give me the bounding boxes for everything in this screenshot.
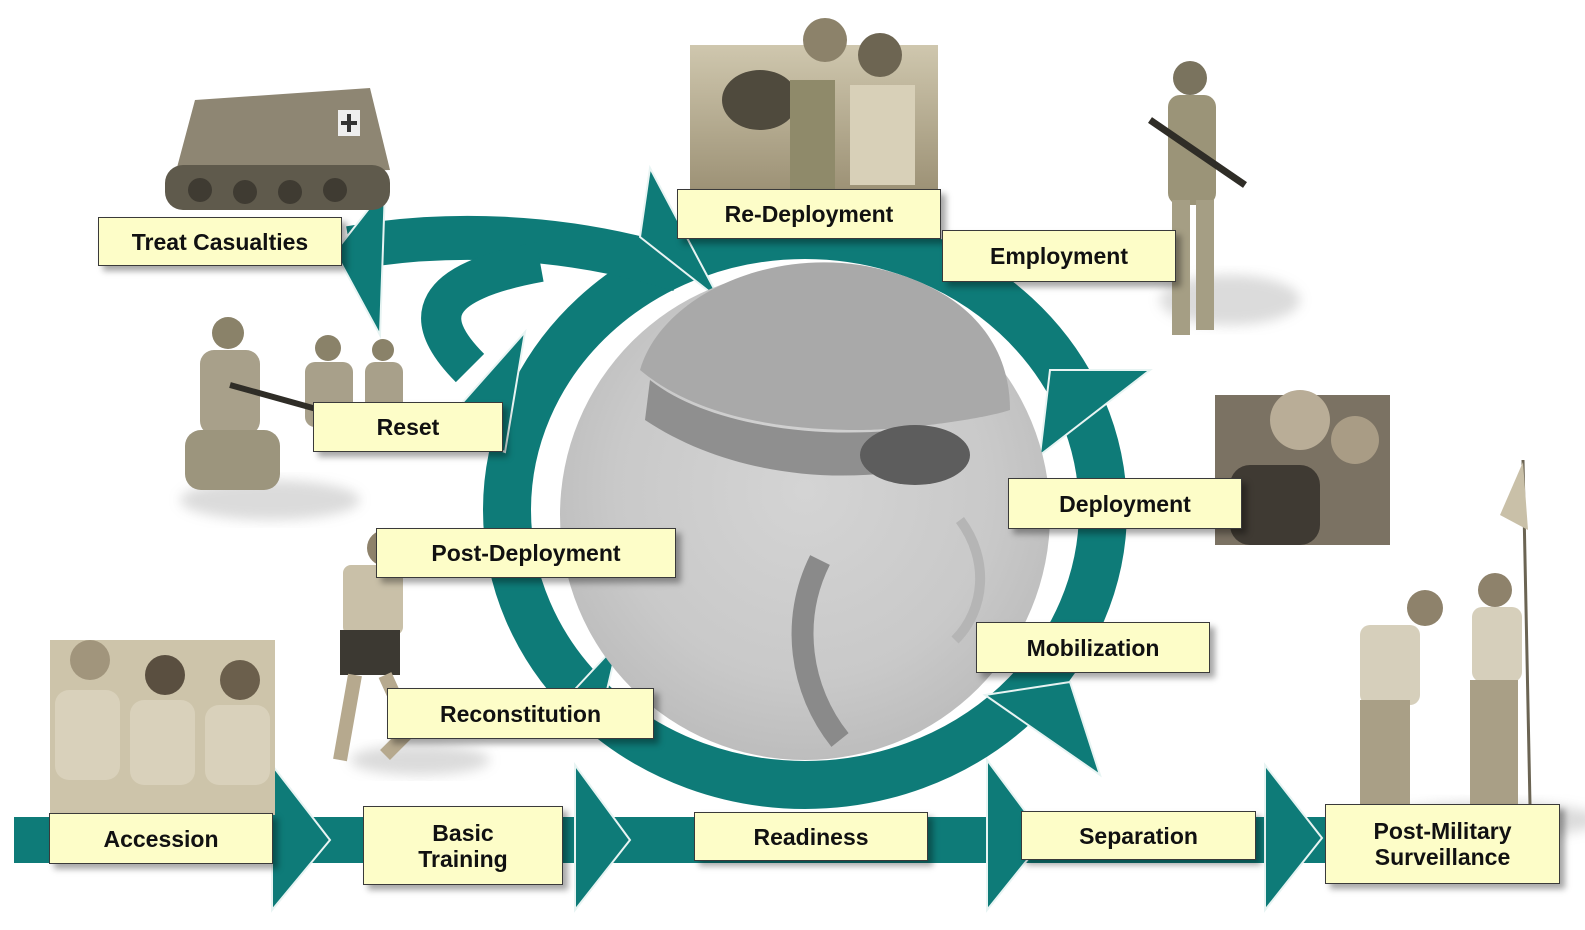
casualty-arrowhead: [333, 184, 387, 339]
recruits-seated-photo: [50, 640, 275, 815]
timeline-arrowhead-3: [986, 756, 1047, 913]
timeline-arrowhead-1: [271, 762, 332, 913]
armored-vehicle-photo: [165, 88, 390, 210]
reset-branch-hook: [421, 242, 544, 383]
stage-label-reset: Reset: [313, 402, 503, 452]
stage-label-re-deployment: Re-Deployment: [677, 189, 941, 239]
stage-label-employment: Employment: [942, 230, 1176, 282]
stage-label-deployment: Deployment: [1008, 478, 1242, 529]
stage-label-basic-training: Basic Training: [363, 806, 563, 885]
stage-label-post-deployment: Post-Deployment: [376, 528, 676, 578]
stage-label-mobilization: Mobilization: [976, 622, 1210, 673]
casualty-branch-arc: [346, 215, 687, 291]
family-hug-photo: [1215, 390, 1390, 545]
stage-label-separation: Separation: [1021, 811, 1256, 860]
helmeted-soldier-center-photo: [560, 262, 1050, 760]
cycle-arrowhead-right: [1038, 369, 1153, 458]
cycle-arrowhead-bottom-right: [982, 680, 1102, 778]
stage-label-treat-casualties: Treat Casualties: [98, 217, 342, 266]
soldier-patrol-photo: [1148, 61, 1247, 335]
timeline-arrowhead-4: [1264, 762, 1324, 913]
stage-label-reconstitution: Reconstitution: [387, 688, 654, 739]
golfers-photo: [1360, 459, 1532, 806]
stage-label-post-military-surveillance: Post-Military Surveillance: [1325, 804, 1560, 884]
stage-label-accession: Accession: [49, 813, 273, 864]
timeline-arrowhead-2: [574, 761, 632, 913]
reunion-kiss-photo: [690, 18, 938, 190]
stage-label-readiness: Readiness: [694, 812, 928, 861]
